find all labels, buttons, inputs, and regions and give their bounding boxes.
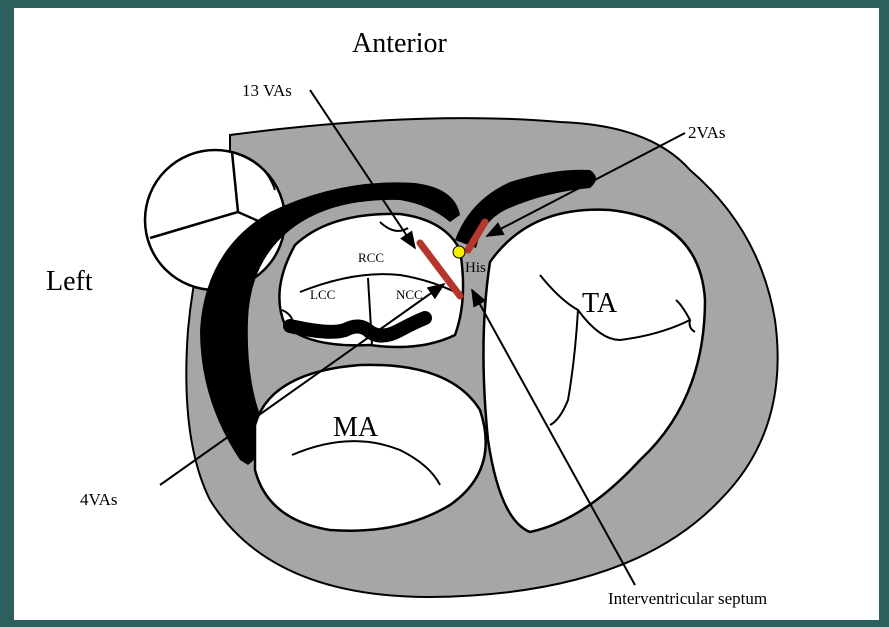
label-4vas: 4VAs — [80, 490, 117, 509]
label-his: His — [465, 260, 486, 276]
label-left: Left — [46, 266, 93, 297]
label-ma: MA — [333, 412, 379, 443]
label-anterior: Anterior — [352, 28, 448, 59]
label-rcc: RCC — [358, 250, 384, 265]
his-bundle-marker — [453, 246, 465, 258]
label-ncc: NCC — [396, 287, 423, 302]
label-septum: Interventricular septum — [608, 589, 767, 608]
label-lcc: LCC — [310, 287, 335, 302]
label-13vas: 13 VAs — [242, 81, 292, 100]
label-2vas: 2VAs — [688, 123, 725, 142]
label-ta: TA — [582, 288, 618, 319]
